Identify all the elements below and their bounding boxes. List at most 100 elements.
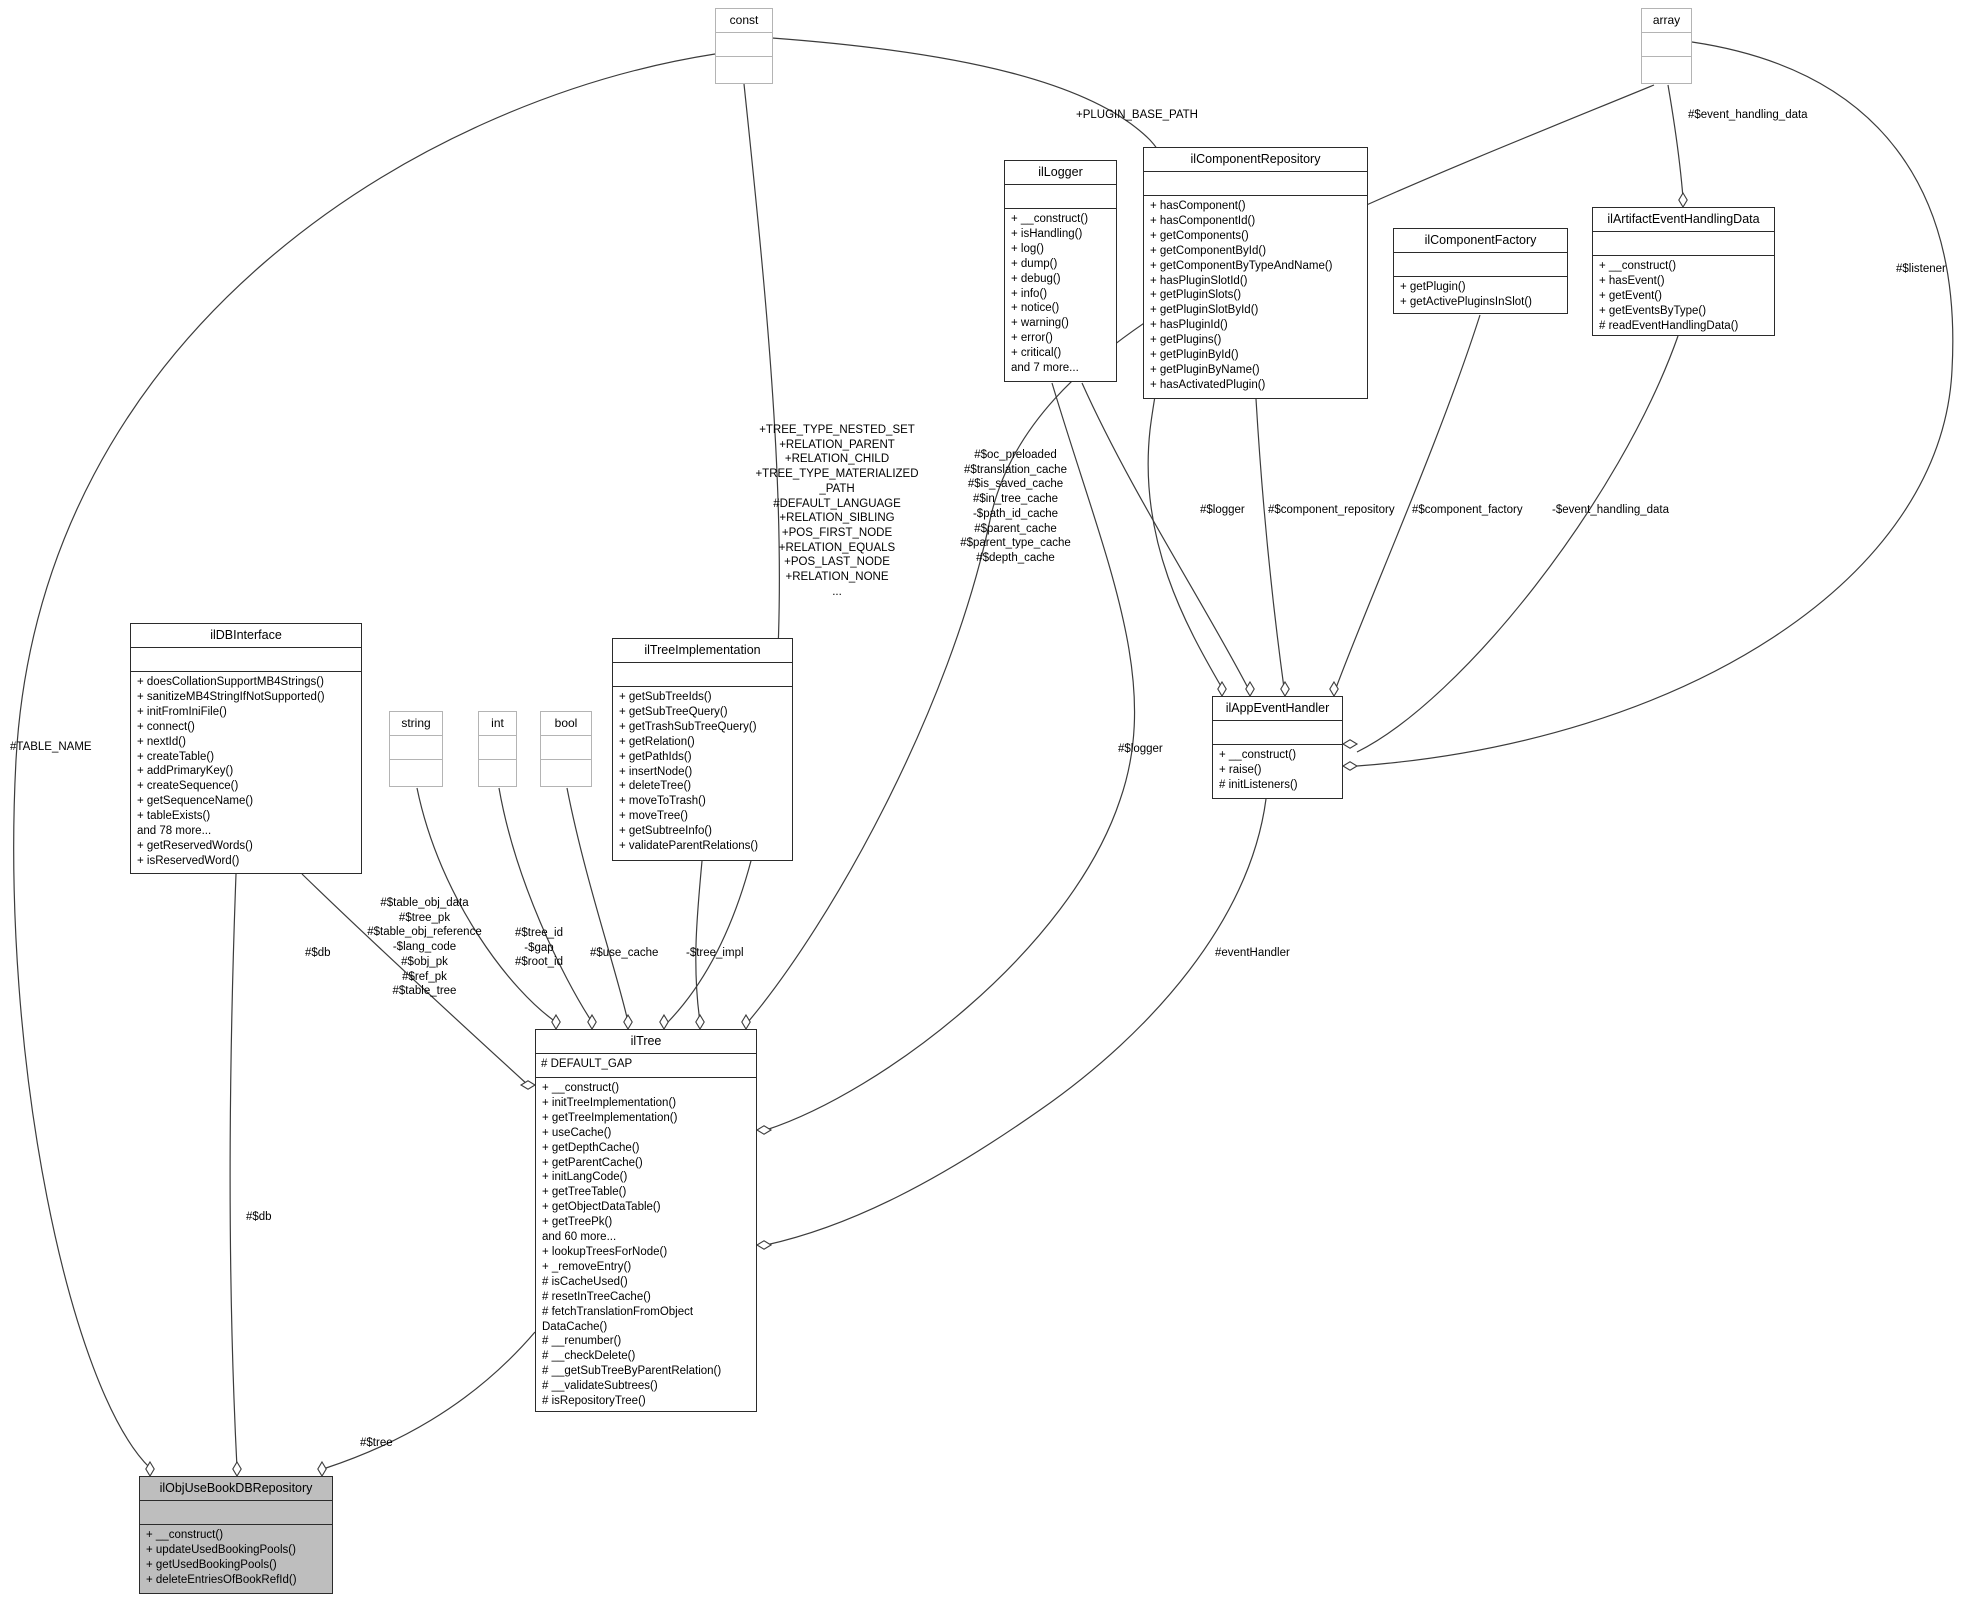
edge-label-line: #$is_saved_cache xyxy=(967,478,1064,491)
member-line: and 7 more... xyxy=(1011,362,1079,375)
member-line: + getTreeImplementation() xyxy=(542,1111,678,1124)
class-ilArtifactEventHandlingData: ilArtifactEventHandlingData + __construc… xyxy=(1592,207,1775,336)
edge-artifact-appevt xyxy=(1356,335,1679,753)
edge-label-line: #$parent_cache xyxy=(974,522,1057,535)
aggregation-diamond xyxy=(741,1013,751,1031)
edge-label-line: #DEFAULT_LANGUAGE xyxy=(773,497,901,510)
member-line: + getSubTreeQuery() xyxy=(619,705,728,718)
member-line: + getReservedWords() xyxy=(137,839,253,852)
aggregation-diamond xyxy=(755,1240,773,1250)
class-attributes xyxy=(716,33,772,57)
aggregation-diamond xyxy=(1280,680,1290,698)
member-line: and 60 more... xyxy=(542,1231,617,1244)
class-title: ilObjUseBookDBRepository xyxy=(140,1477,332,1501)
edge-label-line: +RELATION_NONE xyxy=(785,571,889,584)
edge-label-line: #$obj_pk xyxy=(401,955,448,968)
member-line: + isReservedWord() xyxy=(137,854,240,867)
class-attributes xyxy=(1394,253,1567,277)
class-title: ilDBInterface xyxy=(131,624,361,648)
edge-label-line: #$tree_pk xyxy=(398,911,451,924)
edge-treeimpl-tree xyxy=(695,860,703,1023)
edge-label-line: #$depth_cache xyxy=(976,551,1055,564)
member-line: + addPrimaryKey() xyxy=(137,765,234,778)
member-line: + deleteEntriesOfBookRefId() xyxy=(146,1573,297,1586)
member-line: + sanitizeMB4StringIfNotSupported() xyxy=(137,690,325,703)
member-line: + dump() xyxy=(1011,257,1058,270)
aggregation-diamonds xyxy=(145,191,1688,1478)
class-attributes xyxy=(390,736,442,760)
class-methods: + getSubTreeIds() + getSubTreeQuery() + ge… xyxy=(613,687,792,860)
edge-label-line: #$oc_preloaded xyxy=(974,449,1057,461)
class-bool: bool xyxy=(540,711,592,787)
member-line: + __construct() xyxy=(542,1082,620,1094)
member-line: + initLangCode() xyxy=(542,1171,628,1184)
edge-label-event-handling-data-mid: -$event_handling_data xyxy=(1552,504,1670,516)
member-line: + getEventsByType() xyxy=(1599,304,1707,317)
class-methods: + __construct() + initTreeImplementation(… xyxy=(536,1078,756,1411)
edge-label-line: +RELATION_CHILD xyxy=(784,453,890,466)
class-ilDBInterface: ilDBInterface + doesCollationSupportMB4S… xyxy=(130,623,362,874)
class-ilObjUseBookDBRepository: ilObjUseBookDBRepository + __construct()… xyxy=(139,1476,333,1594)
class-ilTreeImplementation: ilTreeImplementation + getSubTreeIds()+ … xyxy=(612,638,793,861)
member-line: and 78 more... xyxy=(137,825,212,838)
member-line: + notice() xyxy=(1011,302,1060,315)
edge-label-logger-handler: #$logger xyxy=(1200,504,1245,516)
aggregation-diamond xyxy=(1678,191,1688,209)
class-attributes: # DEFAULT_GAP xyxy=(536,1054,756,1078)
member-line: + getSequenceName() xyxy=(137,795,254,808)
edge-label-logger-tree: #$logger xyxy=(1118,743,1163,755)
edge-label-line: #$table_tree xyxy=(392,985,457,998)
member-line: + validateParentRelations() xyxy=(619,840,759,853)
edge-label-line: +TREE_TYPE_MATERIALIZED xyxy=(755,468,919,481)
class-title: const xyxy=(716,9,772,33)
edge-label-line: #$parent_type_cache xyxy=(960,537,1071,550)
member-line: + error() xyxy=(1011,332,1053,345)
class-title: string xyxy=(390,712,442,736)
member-line: + lookupTreesForNode() xyxy=(542,1245,668,1258)
member-line: + getTreeTable() xyxy=(542,1186,627,1199)
aggregation-diamond xyxy=(695,1013,705,1031)
member-line: + getPluginByName() xyxy=(1150,363,1260,376)
member-line: + doesCollationSupportMB4Strings() xyxy=(137,676,324,688)
member-line: + moveToTrash() xyxy=(619,795,706,808)
edge-label-line: +RELATION_SIBLING xyxy=(779,512,895,525)
member-line: + connect() xyxy=(137,720,195,733)
edge-label-line: -$path_id_cache xyxy=(972,507,1059,520)
member-line: + getPlugin() xyxy=(1400,281,1466,293)
edge-label-line: _PATH xyxy=(819,482,855,495)
class-title: ilAppEventHandler xyxy=(1213,697,1342,721)
class-attributes xyxy=(140,1501,332,1525)
edge-label-line: -$gap xyxy=(524,941,554,954)
member-line: + getSubtreeInfo() xyxy=(619,825,713,838)
edge-label-component-repository: #$component_repository xyxy=(1268,504,1395,516)
edge-label-line: -$lang_code xyxy=(392,941,457,954)
class-methods: + doesCollationSupportMB4Strings() + sani… xyxy=(131,672,361,873)
member-line: + getSubTreeIds() xyxy=(619,691,712,703)
member-line: + hasPluginId() xyxy=(1150,319,1228,332)
member-line: + getComponentById() xyxy=(1150,244,1267,257)
aggregation-diamond xyxy=(551,1013,561,1031)
edge-label-tree-table-fields: #$table_obj_data#$tree_pk#$table_obj_ref… xyxy=(342,896,507,999)
member-line: + getTrashSubTreeQuery() xyxy=(619,720,757,733)
edge-label-line: #$table_obj_data xyxy=(380,897,469,909)
member-line: # __renumber() xyxy=(542,1335,622,1348)
edge-int-tree xyxy=(498,787,593,1023)
member-line: + initTreeImplementation() xyxy=(542,1096,677,1109)
member-line: + log() xyxy=(1011,242,1044,255)
class-title: ilTree xyxy=(536,1030,756,1054)
member-line: + nextId() xyxy=(137,735,186,748)
class-methods xyxy=(479,760,516,786)
member-line: + getPathIds() xyxy=(619,750,692,763)
edge-label-event-handling-data: #$event_handling_data xyxy=(1688,109,1808,121)
edge-label-tree-caches: #$oc_preloaded#$translation_cache#$is_sa… xyxy=(938,448,1093,566)
class-int: int xyxy=(478,711,517,787)
class-title: ilTreeImplementation xyxy=(613,639,792,663)
member-line: + deleteTree() xyxy=(619,780,692,793)
aggregation-diamond xyxy=(1245,680,1255,698)
aggregation-diamond xyxy=(587,1013,597,1031)
class-methods: + __construct()+ hasEvent()+ getEvent()+… xyxy=(1593,256,1774,335)
edge-array-listener-appevt xyxy=(1356,41,1954,767)
member-line: + useCache() xyxy=(542,1126,612,1139)
member-line: + updateUsedBookingPools() xyxy=(146,1543,296,1556)
